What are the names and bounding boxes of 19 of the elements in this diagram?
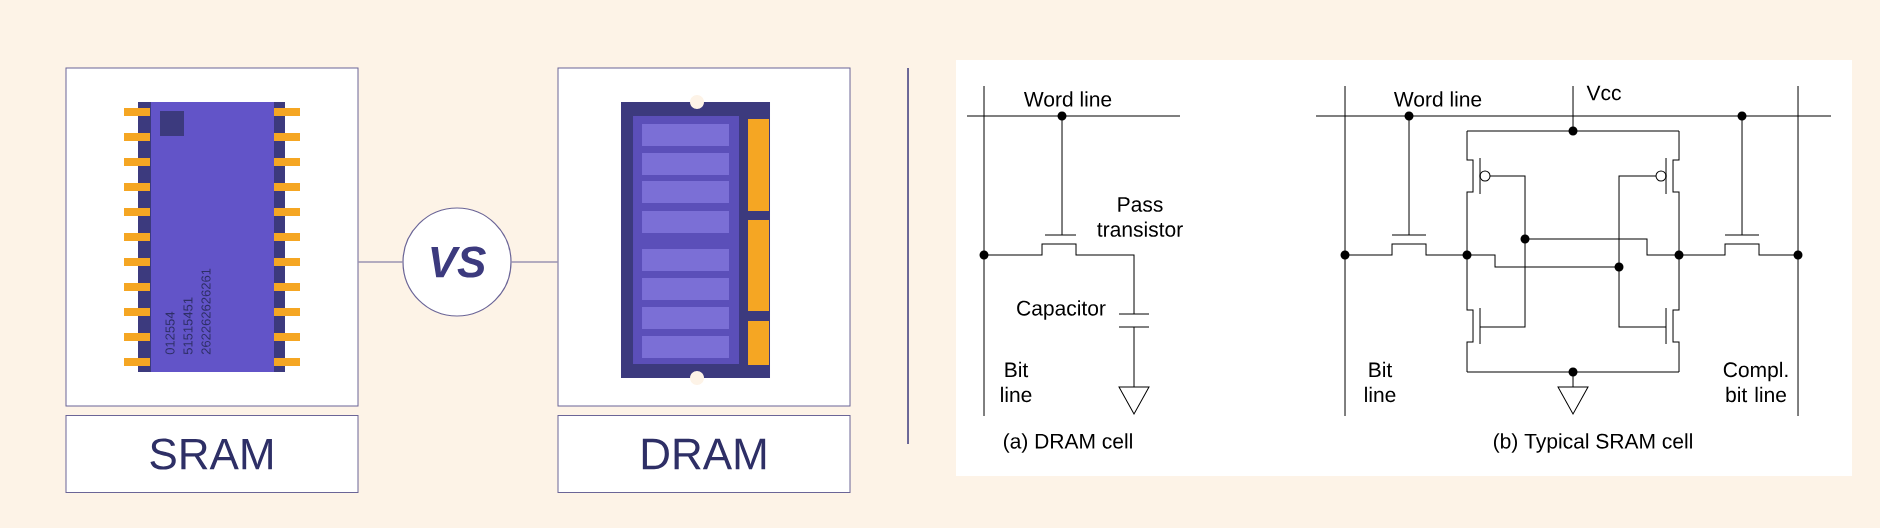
caption: (a) DRAM cell xyxy=(1003,433,1132,453)
component-label: Pass transistor xyxy=(1097,197,1183,237)
chip-marking: 012554 xyxy=(165,311,175,355)
wire-label: Vcc xyxy=(1586,85,1621,101)
image-frame xyxy=(65,67,359,407)
connector-line xyxy=(358,261,403,263)
image-frame xyxy=(557,67,851,407)
wire-label: Word line xyxy=(1393,91,1482,107)
label-box: SRAM xyxy=(65,415,359,493)
wire-label: Bit line xyxy=(1365,361,1396,403)
component-label: Capacitor xyxy=(1017,300,1106,320)
wire-label: Word line xyxy=(1023,91,1112,107)
wire-label: Compl. bit line xyxy=(1723,361,1788,403)
label-box: DRAM xyxy=(557,415,851,493)
connector-line xyxy=(511,261,558,263)
chip-marking: 262262626261 xyxy=(201,268,211,355)
caption: (b) Typical SRAM cell xyxy=(1493,433,1692,453)
chip-marking: 51515451 xyxy=(183,297,193,355)
wire-label: Bit line xyxy=(1001,361,1032,403)
